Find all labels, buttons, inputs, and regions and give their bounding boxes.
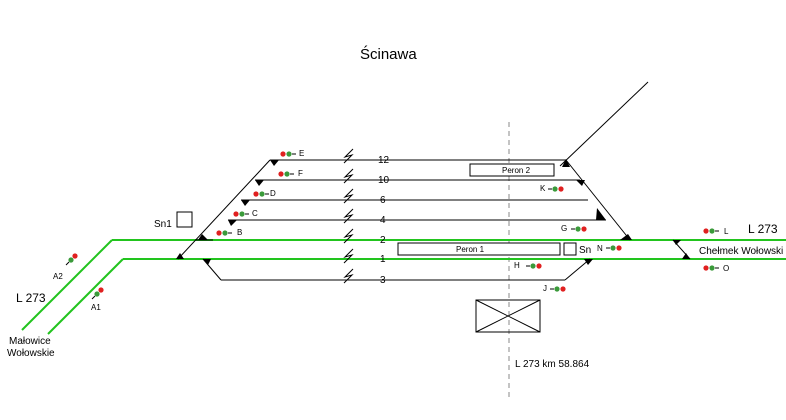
platform-1: Peron 1	[397, 242, 561, 256]
signal-label: K	[540, 184, 546, 193]
track-label: 4	[380, 215, 386, 226]
signal-a2	[65, 253, 78, 266]
signal-label: A2	[53, 272, 63, 281]
track-label: 3	[380, 275, 386, 286]
signal-label: N	[597, 244, 603, 253]
signal-g	[571, 226, 587, 232]
right-ladder-upper	[565, 159, 631, 241]
signal-o	[703, 265, 719, 271]
signal-label: F	[298, 169, 303, 178]
section-breaks	[343, 148, 354, 284]
track-label: 2	[380, 235, 386, 246]
signal-l	[703, 228, 719, 234]
main-line-1	[47, 258, 786, 335]
platform-2: Peron 2	[469, 163, 555, 177]
signal-box-sn1: Sn1	[154, 211, 193, 230]
platform-label: Peron 2	[502, 166, 531, 175]
signal-j	[550, 286, 566, 292]
signal-label: J	[543, 284, 547, 293]
track-3-right-link	[564, 258, 591, 281]
destination-right: Chełmek Wołowski	[699, 246, 783, 257]
signal-label: G	[561, 224, 567, 233]
signal-c	[233, 211, 249, 217]
signal-h	[526, 263, 542, 269]
km-label: L 273 km 58.864	[515, 359, 590, 370]
track-label: 12	[378, 155, 390, 166]
platform-label: Peron 1	[456, 245, 485, 254]
signal-label: B	[237, 228, 242, 237]
signal-n	[606, 245, 622, 251]
signal-label: A1	[91, 303, 101, 312]
track-label: 1	[380, 254, 386, 265]
signal-label: H	[514, 261, 520, 270]
building-cross	[475, 299, 541, 333]
signal-k	[548, 186, 564, 192]
signal-f	[278, 171, 294, 177]
signal-b	[216, 230, 232, 236]
signal-label: C	[252, 209, 258, 218]
left-ladder	[177, 159, 271, 260]
station-title: Ścinawa	[360, 45, 417, 63]
destination-left-2: Wołowskie	[7, 348, 55, 359]
switch-markers	[176, 159, 690, 265]
signal-d	[253, 191, 269, 197]
track-label: 10	[378, 175, 390, 186]
signal-label: D	[270, 189, 276, 198]
signal-e	[280, 151, 296, 157]
line-right-label: L 273	[748, 222, 778, 236]
signal-a1	[91, 287, 104, 300]
line-left-label: L 273	[16, 291, 46, 305]
track-label: 6	[380, 195, 386, 206]
track-12-diagonal	[559, 81, 649, 167]
box-label: Sn1	[154, 219, 172, 230]
destination-left-1: Małowice	[9, 336, 51, 347]
track-numbers: 12 10 6 4 2 1 3	[378, 155, 390, 286]
signal-label: E	[299, 149, 304, 158]
signal-box-sn: Sn	[563, 242, 591, 256]
signals: E F D C B K G N L H O J A2	[53, 149, 729, 312]
signal-label: L	[724, 227, 729, 236]
signal-label: O	[723, 264, 729, 273]
box-label: Sn	[579, 245, 591, 256]
